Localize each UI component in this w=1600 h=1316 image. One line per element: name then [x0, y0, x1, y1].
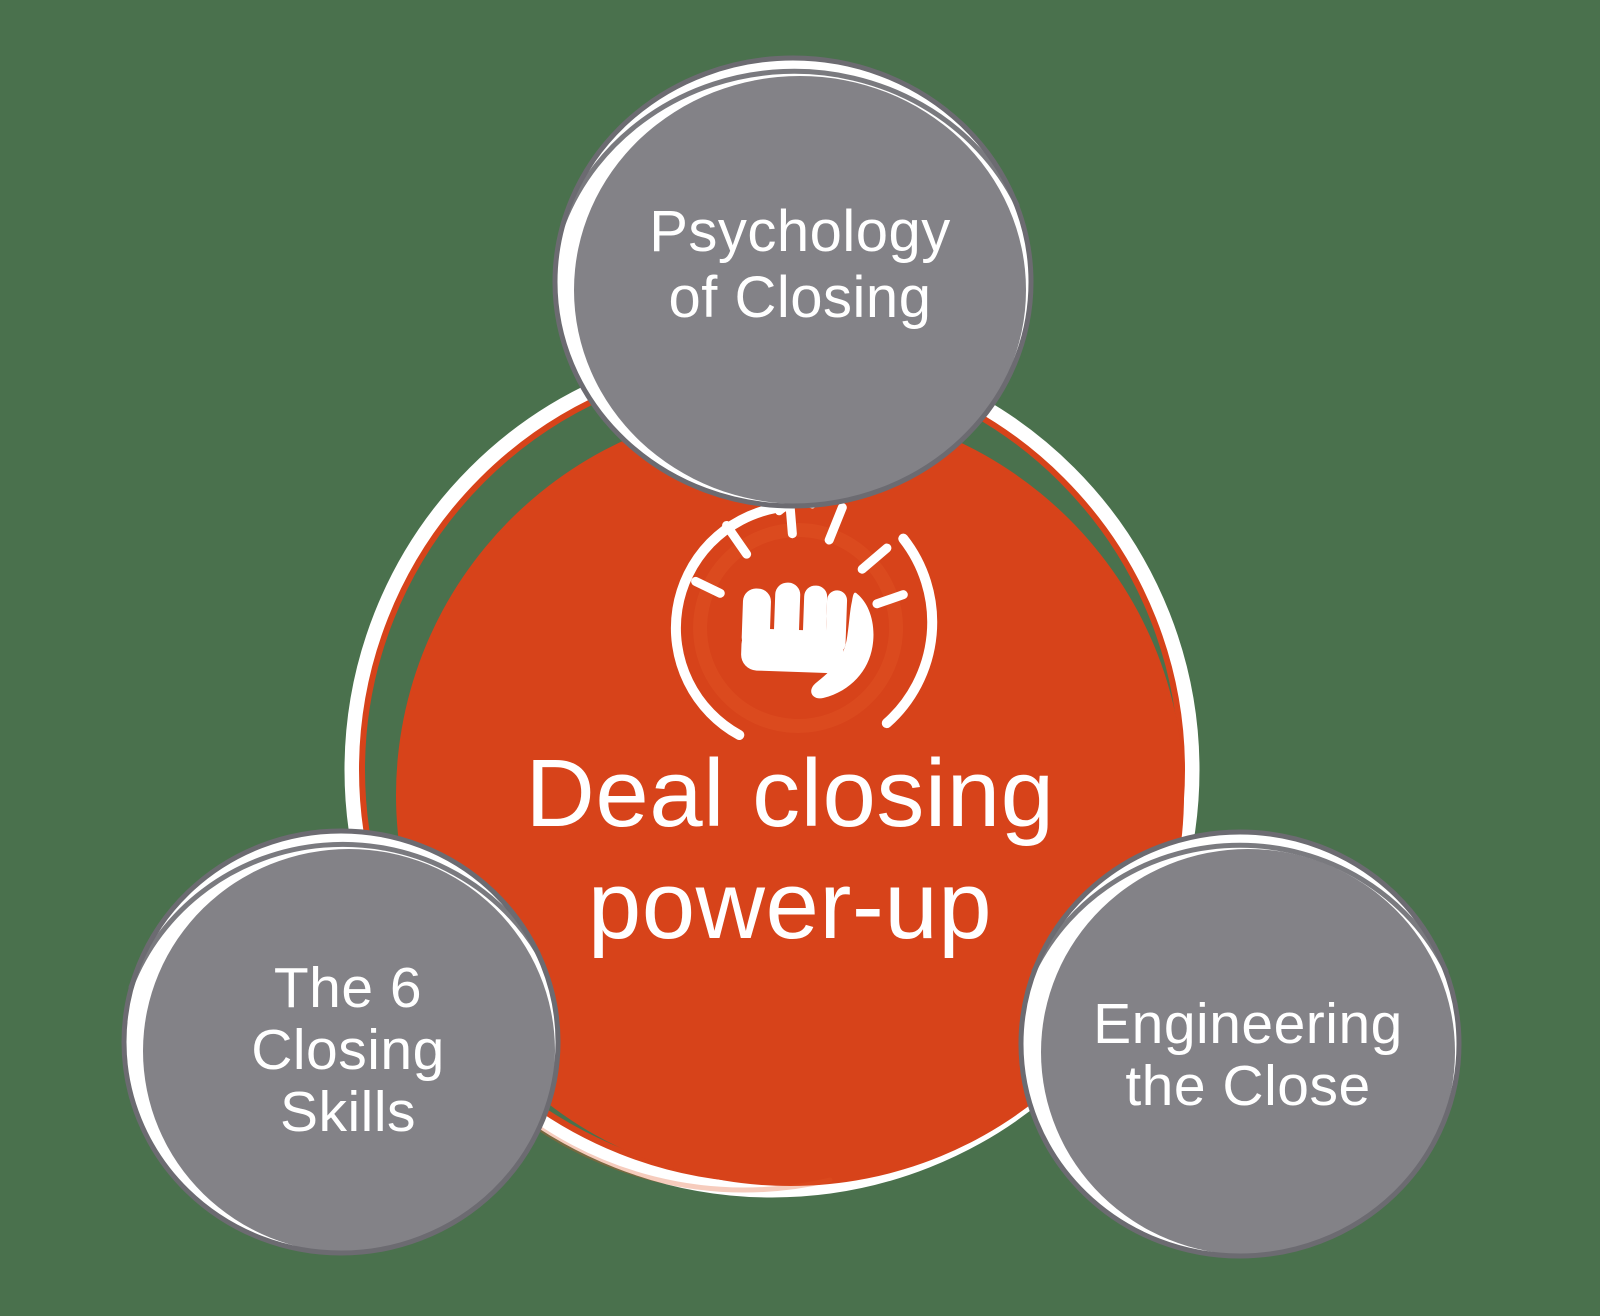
left-circle-fill [143, 849, 555, 1253]
fist-ghost-circle [693, 523, 904, 734]
right-circle-sketch-outline [1018, 829, 1462, 1259]
right-circle-fill [1041, 849, 1455, 1255]
fist-hand [741, 582, 874, 699]
top-circle-sketch-outline [552, 55, 1034, 509]
fist-thumb [811, 592, 874, 699]
left-circle-sketch-outline [121, 828, 561, 1256]
right-circle [1018, 829, 1462, 1259]
impact-arc-left [670, 503, 781, 741]
center-circle [396, 404, 1184, 1186]
right-circle-overshoot-stroke [1031, 842, 1449, 974]
top-circle-overshoot-stroke [560, 68, 1020, 227]
impact-arc-right [881, 533, 938, 729]
impact-rays [691, 495, 908, 609]
left-circle [121, 828, 561, 1256]
top-circle-fill [574, 76, 1026, 504]
left-circle-overshoot-stroke [128, 841, 541, 990]
top-circle [552, 55, 1034, 509]
